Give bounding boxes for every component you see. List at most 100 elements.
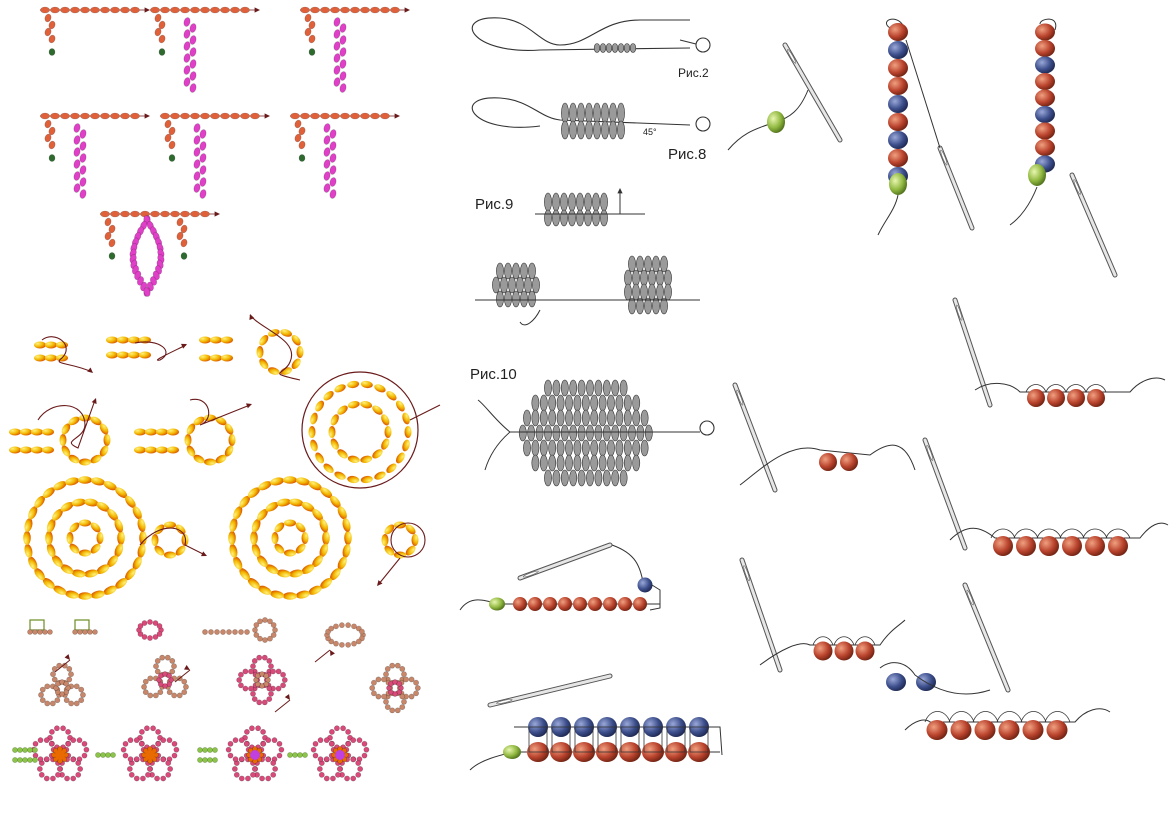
- bead: [287, 752, 293, 758]
- bead: [543, 597, 557, 611]
- bead: [256, 654, 263, 661]
- bead: [52, 555, 63, 568]
- bead: [107, 508, 118, 521]
- bead: [232, 756, 239, 763]
- bead: [310, 6, 320, 14]
- bead: [351, 640, 357, 647]
- label-fig8: Рис.8: [668, 146, 707, 163]
- bead: [183, 29, 191, 39]
- arrowhead: [201, 551, 207, 557]
- bead: [573, 394, 582, 412]
- bead: [75, 771, 82, 778]
- bead: [66, 676, 73, 683]
- label-angle: 45°: [643, 127, 657, 137]
- bead: [169, 658, 176, 664]
- bead: [150, 6, 160, 14]
- label-fig9: Рис.9: [475, 196, 514, 213]
- bead: [193, 171, 201, 181]
- bead: [114, 518, 124, 533]
- bead: [1087, 389, 1105, 407]
- bead: [834, 641, 854, 661]
- bead: [141, 634, 148, 640]
- thread: [1065, 384, 1087, 393]
- thread: [1085, 384, 1107, 393]
- arrowhead: [617, 188, 623, 194]
- bead: [168, 126, 176, 136]
- bead: [375, 676, 382, 683]
- bead: [43, 737, 50, 744]
- bead: [520, 290, 528, 308]
- bead: [125, 495, 136, 508]
- bead: [79, 189, 87, 199]
- bead: [43, 756, 50, 763]
- bead: [632, 409, 641, 427]
- bead: [9, 446, 21, 454]
- bead: [90, 522, 101, 533]
- bead: [208, 629, 214, 635]
- bead: [32, 740, 39, 747]
- bead: [193, 183, 201, 193]
- ladder-thread: [597, 726, 617, 753]
- bead: [598, 439, 607, 457]
- ladder-thread: [620, 726, 640, 753]
- bead: [268, 690, 274, 697]
- bead: [251, 696, 258, 702]
- bead: [340, 725, 346, 732]
- ladder-thread: [574, 726, 594, 753]
- bead: [633, 597, 647, 611]
- bead: [888, 149, 908, 167]
- bead: [238, 737, 245, 744]
- bead: [395, 452, 405, 464]
- bead: [141, 684, 147, 690]
- bead: [181, 689, 188, 696]
- bead: [355, 638, 362, 645]
- bead: [1035, 23, 1055, 41]
- bead: [51, 666, 58, 672]
- bead: [12, 757, 18, 763]
- bead: [581, 439, 590, 457]
- bead: [189, 59, 197, 69]
- bead: [158, 20, 166, 30]
- bead: [165, 771, 172, 778]
- bead: [156, 428, 168, 436]
- bead: [181, 534, 189, 546]
- bead: [492, 276, 500, 294]
- bead: [59, 434, 67, 446]
- bead: [252, 627, 258, 633]
- bead: [636, 255, 644, 273]
- bead: [238, 629, 244, 635]
- wire-loop: [471, 17, 690, 51]
- bead: [317, 756, 324, 763]
- bead: [329, 141, 337, 151]
- bead: [265, 564, 279, 574]
- bead: [207, 757, 213, 763]
- bead: [294, 133, 302, 143]
- bead: [619, 469, 628, 487]
- bead: [31, 446, 43, 454]
- bead: [640, 439, 649, 457]
- bead: [384, 666, 391, 672]
- bead: [90, 416, 102, 426]
- bead: [199, 129, 207, 139]
- bead: [301, 564, 315, 574]
- bead: [45, 341, 57, 349]
- bead: [220, 629, 226, 635]
- bead: [117, 531, 125, 545]
- bead: [52, 508, 63, 521]
- bead: [310, 412, 318, 425]
- bead: [319, 518, 329, 533]
- bead: [261, 699, 268, 706]
- bead: [77, 766, 84, 772]
- bead: [79, 519, 91, 527]
- bead: [414, 685, 421, 691]
- bead: [260, 728, 266, 735]
- loop-square: [74, 619, 90, 631]
- bead: [170, 210, 180, 218]
- bead: [130, 6, 140, 14]
- bead: [339, 83, 347, 93]
- bead: [998, 720, 1020, 740]
- loop-arrow: [37, 399, 96, 449]
- bead: [90, 543, 101, 554]
- bead: [329, 728, 335, 735]
- bead: [193, 159, 201, 169]
